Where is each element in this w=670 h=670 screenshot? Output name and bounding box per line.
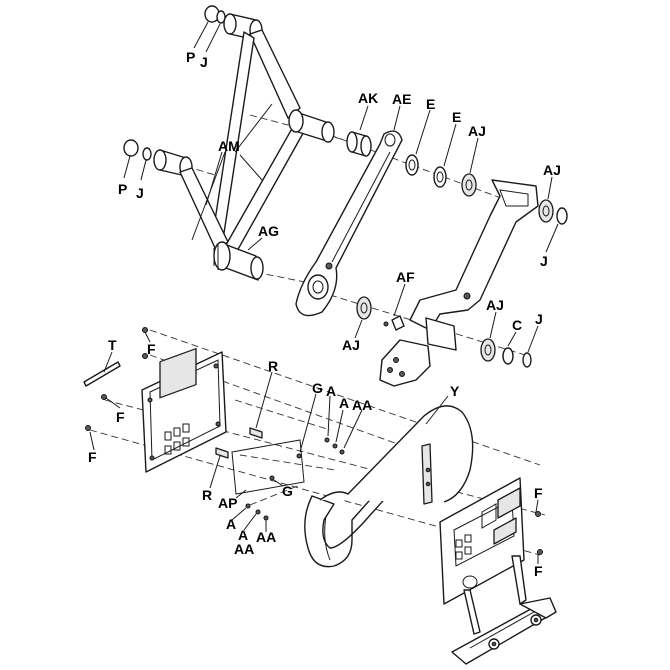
lift-arm-bracket [379, 179, 539, 387]
label-p-top: P [186, 49, 195, 65]
label-f-right-2: F [534, 563, 543, 579]
part-e-washers [405, 154, 447, 188]
label-j-lower: J [535, 311, 543, 327]
label-y: Y [450, 383, 460, 399]
label-e-1: E [426, 96, 435, 112]
label-aa-bottom-1: AA [256, 529, 276, 545]
part-aj-bearings [356, 173, 554, 362]
left-control-panel [141, 347, 227, 473]
label-aj-lower-right: AJ [486, 297, 504, 313]
label-t: T [108, 337, 117, 353]
label-aa-bottom-2: AA [234, 541, 254, 557]
label-a-top: A [326, 383, 336, 399]
label-aj-right: AJ [543, 162, 561, 178]
label-r-bottom: R [202, 487, 212, 503]
label-af: AF [396, 269, 415, 285]
label-ae: AE [392, 91, 411, 107]
right-control-panel [439, 477, 525, 605]
label-e-2: E [452, 109, 461, 125]
label-a-bottom-2: A [238, 527, 248, 543]
label-a-top-2: A [339, 395, 349, 411]
part-ak-bushing [346, 131, 372, 157]
label-j-left: J [136, 185, 144, 201]
label-r-top: R [268, 358, 278, 374]
label-f-right-1: F [534, 485, 543, 501]
label-aj-top: AJ [468, 123, 486, 139]
part-ap-plate [231, 439, 305, 495]
label-ap: AP [218, 495, 237, 511]
label-j-top: J [200, 54, 208, 70]
label-c: C [512, 317, 522, 333]
part-retaining-clips [502, 207, 568, 368]
callout-labels: P J P J AM AG AK AE E E AJ AJ J AF AJ AJ… [88, 49, 561, 579]
assembly-guide-lines [89, 114, 546, 556]
part-ae-link [295, 130, 403, 317]
linkage-assembly-am [123, 5, 335, 281]
label-a-bottom-1: A [226, 516, 236, 532]
label-f-3: F [88, 449, 97, 465]
label-aa-top: AA [352, 397, 372, 413]
label-g-top: G [312, 380, 323, 396]
label-f-1: F [147, 341, 156, 357]
part-y-guard-rail [304, 405, 474, 568]
label-am: AM [218, 138, 240, 154]
label-g-bottom: G [282, 483, 293, 499]
fasteners [85, 321, 543, 555]
leader-lines [89, 21, 559, 564]
part-t-strip [83, 361, 121, 387]
label-ak: AK [358, 90, 378, 106]
label-j-right: J [540, 253, 548, 269]
label-ag: AG [258, 223, 279, 239]
lower-base-frame [451, 555, 557, 665]
label-p-left: P [118, 181, 127, 197]
label-f-2: F [116, 409, 125, 425]
label-aj-lower-left: AJ [342, 337, 360, 353]
